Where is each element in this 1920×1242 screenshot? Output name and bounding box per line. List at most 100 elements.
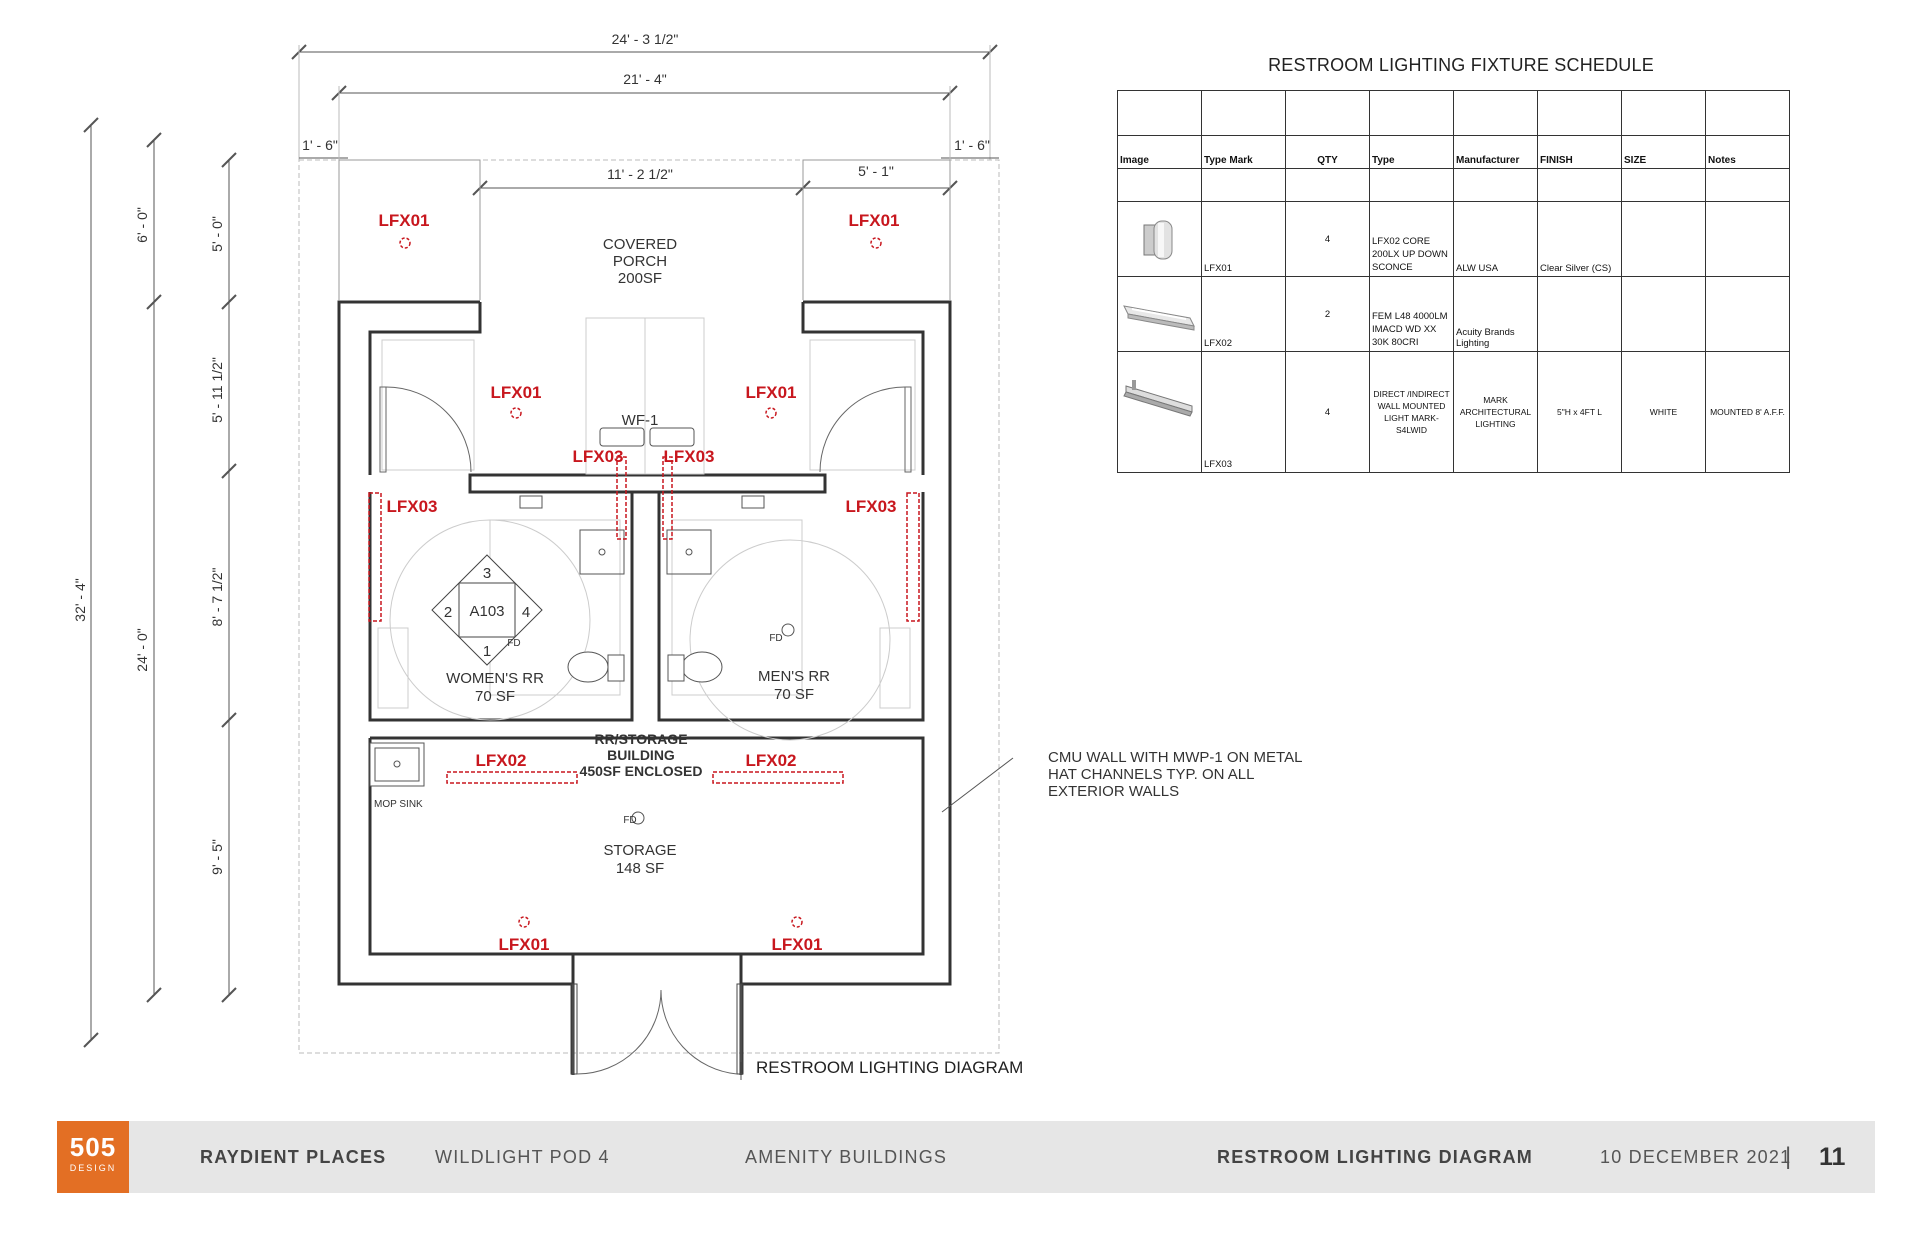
manufacturer: Acuity Brands Lighting <box>1453 276 1538 352</box>
finish: Clear Silver (CS) <box>1537 201 1622 277</box>
schedule-row: LFX01 4 LFX02 CORE 200LX UP DOWN SCONCE … <box>1117 201 1790 277</box>
womens-rr-area: 70 SF <box>475 688 515 705</box>
womens-floor-drain: FD <box>507 638 520 649</box>
storage-area: 148 SF <box>616 860 664 877</box>
lfx01-mark-porch-left <box>399 237 411 249</box>
fixture-type: FEM L48 4000LM IMACD WD XX 30K 80CRI <box>1369 276 1454 352</box>
dim-building-depth: 24' - 0" <box>134 628 150 671</box>
lfx02-fixture-left <box>446 771 578 784</box>
label-lfx01-storage-left: LFX01 <box>498 935 549 954</box>
design-logo: 505 DESIGN <box>57 1121 129 1193</box>
label-lfx01-room-left: LFX01 <box>490 383 541 402</box>
fixture-schedule: RESTROOM LIGHTING FIXTURE SCHEDULE Image… <box>1117 55 1791 473</box>
note-line-1: CMU WALL WITH MWP-1 ON METAL <box>1048 749 1302 766</box>
lfx02-fixture-right <box>712 771 844 784</box>
notes <box>1705 201 1790 277</box>
fixture-type: DIRECT /INDIRECT WALL MOUNTED LIGHT MARK… <box>1369 351 1454 473</box>
logo-text: DESIGN <box>69 1163 117 1173</box>
schedule-table: Image Type Mark QTY Type Manufacturer FI… <box>1117 90 1790 473</box>
schedule-gap-row <box>1117 168 1790 202</box>
footer-sheet-title: RESTROOM LIGHTING DIAGRAM <box>1217 1147 1533 1167</box>
dim-inner-width: 21' - 4" <box>623 71 666 87</box>
size <box>1621 201 1706 277</box>
tag-number-3: 3 <box>483 565 491 582</box>
label-lfx01-porch-left: LFX01 <box>378 211 429 230</box>
note-leader-line <box>941 757 1014 813</box>
mens-floor-drain: FD <box>769 633 782 644</box>
plumbing-fixtures <box>369 427 795 825</box>
finish <box>1537 276 1622 352</box>
mens-rr-name: MEN'S RR <box>758 668 830 685</box>
storage-floor-drain: FD <box>623 815 636 826</box>
page-number: 11 <box>1819 1143 1846 1171</box>
type-mark: LFX02 <box>1201 276 1286 352</box>
logo-number: 505 <box>69 1132 117 1162</box>
lfx03-fixture-women-wall <box>368 492 382 622</box>
lfx01-mark-porch-right <box>870 237 882 249</box>
footer-project: WILDLIGHT POD 4 <box>435 1147 610 1167</box>
linear-fixture-image <box>1117 276 1202 352</box>
tag-center: A103 <box>469 603 504 620</box>
label-lfx01-storage-right: LFX01 <box>771 935 822 954</box>
room-tag-a103 <box>431 554 543 666</box>
restroom-lighting-plan: 24' - 3 1/2" 21' - 4" 1' - 6" 1' - 6" 11… <box>72 31 1302 1080</box>
header-type-mark: Type Mark <box>1201 135 1286 169</box>
label-lfx03-women-wall: LFX03 <box>386 497 437 516</box>
site-boundary <box>298 159 1000 1054</box>
dim-porch-depth: 6' - 0" <box>134 207 150 243</box>
header-qty: QTY <box>1285 135 1370 169</box>
dim-seg3: 8' - 7 1/2" <box>209 567 225 626</box>
building-line-1: RR/STORAGE <box>594 731 687 747</box>
wall-sconce-image <box>1117 201 1202 277</box>
label-lfx01-porch-right: LFX01 <box>848 211 899 230</box>
footer-separator: | <box>1785 1143 1792 1170</box>
label-lfx02-left: LFX02 <box>475 751 526 770</box>
label-lfx01-room-right: LFX01 <box>745 383 796 402</box>
sconce-marks <box>399 237 882 928</box>
header-notes: Notes <box>1705 135 1790 169</box>
dim-overall-width: 24' - 3 1/2" <box>612 31 679 47</box>
lfx01-mark-storage-left <box>518 916 530 928</box>
schedule-row: LFX02 2 FEM L48 4000LM IMACD WD XX 30K 8… <box>1117 276 1790 352</box>
type-mark: LFX01 <box>1201 201 1286 277</box>
porch-name: COVERED <box>603 236 677 253</box>
lfx03-fixture-men-mirror <box>662 456 673 540</box>
lfx03-fixture-men-wall <box>906 492 920 622</box>
dim-right-offset: 1' - 6" <box>954 137 990 153</box>
size: WHITE <box>1621 351 1706 473</box>
porch-name-2: PORCH <box>613 253 667 270</box>
fixture-type: LFX02 CORE 200LX UP DOWN SCONCE <box>1369 201 1454 277</box>
label-lfx03-men-wall: LFX03 <box>845 497 896 516</box>
tag-number-2: 2 <box>444 604 452 621</box>
schedule-row: LFX03 4 DIRECT /INDIRECT WALL MOUNTED LI… <box>1117 351 1790 473</box>
double-door <box>570 983 744 1075</box>
tag-number-4: 4 <box>522 604 530 621</box>
interior-guides <box>377 317 916 741</box>
dim-seg2: 5' - 11 1/2" <box>209 357 225 423</box>
storage-name: STORAGE <box>603 842 676 859</box>
dim-seg4: 9' - 5" <box>209 839 225 875</box>
schedule-blank-row <box>1117 90 1790 136</box>
lfx01-mark-storage-right <box>791 916 803 928</box>
type-mark: LFX03 <box>1201 351 1286 473</box>
notes <box>1705 276 1790 352</box>
building-line-2: BUILDING <box>607 747 675 763</box>
footer-date: 10 DECEMBER 2021 <box>1600 1147 1792 1167</box>
header-size: SIZE <box>1621 135 1706 169</box>
lighting-fixture-marks <box>368 456 920 784</box>
water-fountain-label: WF-1 <box>622 412 659 429</box>
tag-number-1: 1 <box>483 643 491 660</box>
lfx01-mark-room-left <box>510 407 522 419</box>
header-type: Type <box>1369 135 1454 169</box>
qty: 2 <box>1285 276 1370 352</box>
header-finish: FINISH <box>1537 135 1622 169</box>
mop-sink-label: MOP SINK <box>374 799 423 810</box>
wall-mounted-linear-image <box>1117 351 1202 473</box>
note-line-3: EXTERIOR WALLS <box>1048 783 1179 800</box>
finish: 5"H x 4FT L <box>1537 351 1622 473</box>
dim-porch-side: 5' - 1" <box>858 163 894 179</box>
size <box>1621 276 1706 352</box>
header-image: Image <box>1117 135 1202 169</box>
schedule-header-row: Image Type Mark QTY Type Manufacturer FI… <box>1117 135 1790 169</box>
womens-rr-name: WOMEN'S RR <box>446 670 544 687</box>
